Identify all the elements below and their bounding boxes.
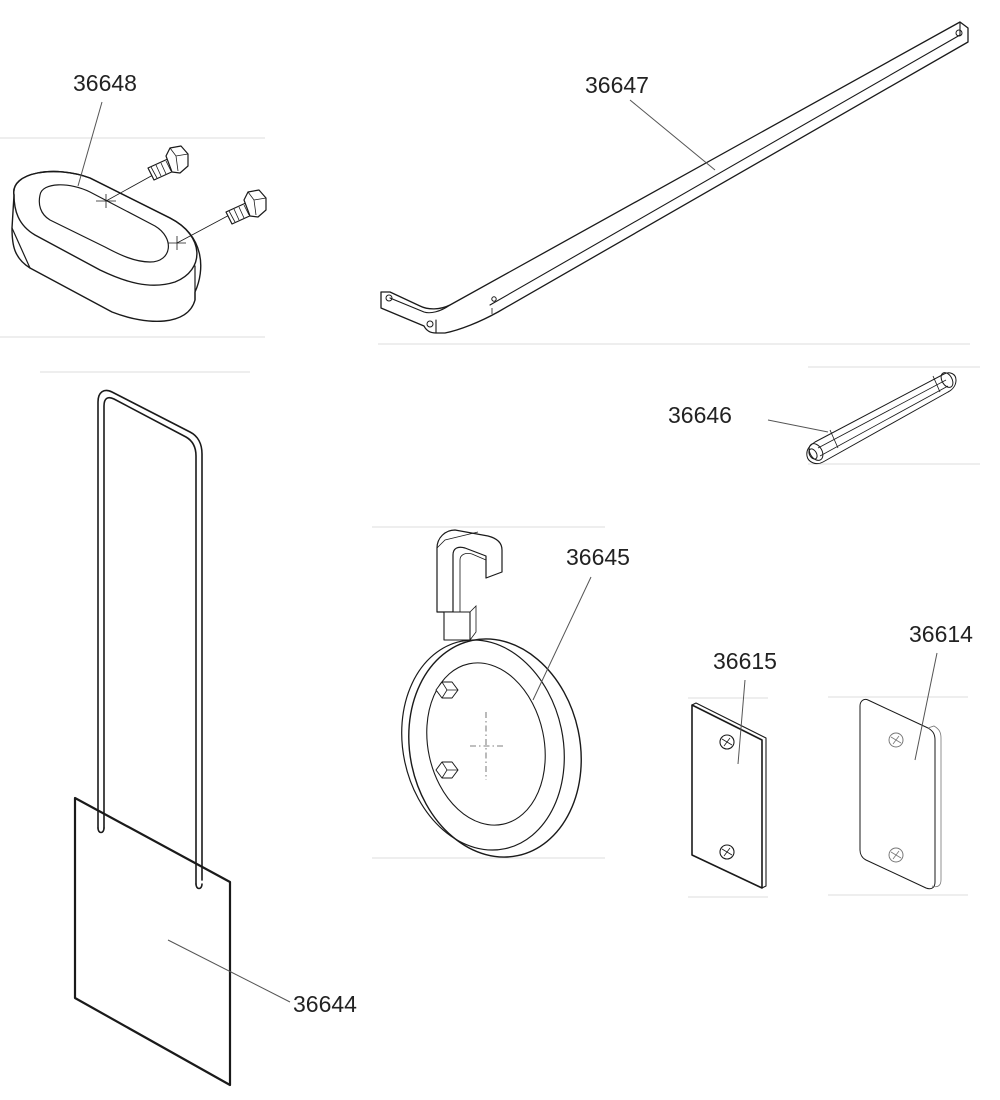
part-label-36645: 36645: [566, 544, 630, 570]
leader-lines: [77, 99, 938, 1003]
separator-lines: [0, 137, 980, 898]
part-label-36647: 36647: [585, 72, 649, 98]
part-36644-wire-sheet: [73, 389, 232, 1087]
bolt-icon: [225, 189, 267, 225]
bolt-icon: [147, 145, 189, 181]
part-36645-round-plate: [401, 529, 582, 858]
part-label-36615: 36615: [713, 648, 777, 674]
part-36647-bent-bar: [380, 21, 969, 334]
nut-icon: [435, 761, 459, 779]
part-label-36648: 36648: [73, 70, 137, 96]
part-36614-plate: [859, 698, 942, 890]
nut-icon: [435, 681, 459, 699]
part-36615-plate: [691, 702, 767, 889]
part-label-36644: 36644: [293, 991, 357, 1017]
part-label-36614: 36614: [909, 621, 973, 647]
part-36646-rod: [806, 372, 957, 465]
part-label-36646: 36646: [668, 402, 732, 428]
part-36648-oval-ring: [11, 169, 236, 322]
